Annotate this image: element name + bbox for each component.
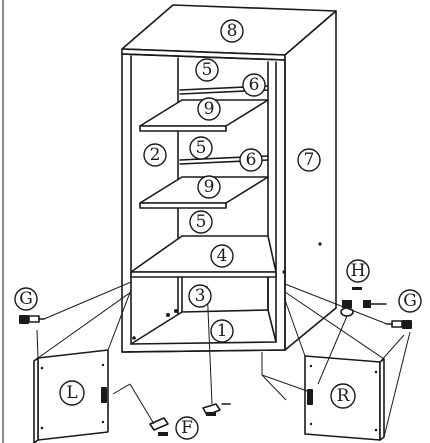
- screw-dot-3: [318, 242, 322, 246]
- callout-l-text: L: [66, 383, 77, 403]
- callout-h-text: H: [351, 261, 366, 281]
- callout-4: 4: [210, 244, 234, 268]
- callout-6-middle-text: 6: [246, 150, 257, 170]
- callout-6-middle: 6: [239, 148, 263, 172]
- callout-4-text: 4: [217, 246, 228, 266]
- callout-f: F: [175, 416, 199, 440]
- callout-g-right: G: [398, 289, 422, 313]
- fixed-shelf-edge: [130, 271, 277, 278]
- shelf-middle-edge: [139, 202, 227, 209]
- callout-9-top: 9: [197, 97, 221, 121]
- catch-part-right: [202, 403, 231, 416]
- callout-2: 2: [143, 143, 167, 167]
- assembly-leader-lines: [36, 281, 411, 438]
- callout-9-top-text: 9: [204, 99, 215, 119]
- screw-dot-5: [132, 336, 136, 340]
- callout-r-text: R: [337, 386, 351, 406]
- callout-g-right-text: G: [403, 291, 417, 311]
- callout-5-middle: 5: [189, 136, 213, 160]
- left-door-hole-2: [40, 426, 44, 430]
- callout-h: H: [346, 259, 370, 283]
- callout-9-middle-text: 9: [204, 177, 215, 197]
- right-door-hole-2: [374, 428, 378, 432]
- left-door-hole-3: [101, 363, 105, 367]
- callout-1-text: 1: [217, 321, 228, 341]
- callout-6-top-text: 6: [249, 75, 260, 95]
- right-side-panel: [284, 10, 337, 351]
- bottom-panel-front: [121, 349, 286, 353]
- handle-part: [340, 287, 387, 317]
- callout-3-text: 3: [195, 286, 206, 306]
- bottom-panel: [130, 309, 277, 345]
- screw-dot-1: [166, 313, 170, 317]
- callout-g-left: G: [14, 287, 38, 311]
- right-hinge-part: [386, 320, 412, 329]
- callout-9-middle: 9: [197, 175, 221, 199]
- left-door-edge: [33, 357, 39, 443]
- left-hinge-part: [19, 315, 45, 324]
- screw-dot-2: [174, 309, 178, 313]
- catch-part-left: [149, 417, 169, 436]
- callout-5-top: 5: [195, 58, 219, 82]
- callout-8: 8: [220, 19, 244, 43]
- callout-7-text: 7: [304, 150, 315, 170]
- right-door-hole-3: [309, 364, 313, 368]
- callout-8-text: 8: [227, 21, 238, 41]
- left-door-hole-4: [101, 420, 105, 424]
- right-door-edge: [379, 358, 385, 441]
- callout-1: 1: [210, 319, 234, 343]
- left-door-handle: [101, 387, 107, 403]
- screw-dot-4: [282, 270, 286, 274]
- callout-7: 7: [297, 148, 321, 172]
- shelf-upper-edge: [139, 125, 227, 132]
- right-door-handle: [307, 389, 313, 405]
- fixed-shelf: [130, 235, 277, 273]
- callout-3: 3: [188, 284, 212, 308]
- callout-5-bottom: 5: [189, 210, 213, 234]
- callout-l: L: [59, 380, 85, 406]
- callout-g-left-text: G: [19, 289, 33, 309]
- right-door-hole-1: [374, 370, 378, 374]
- left-door-hole-1: [40, 366, 44, 370]
- callout-5-middle-text: 5: [196, 138, 207, 158]
- callout-5-top-text: 5: [202, 60, 213, 80]
- callout-r: R: [330, 383, 356, 409]
- callout-2-text: 2: [150, 145, 161, 165]
- callout-5-bottom-text: 5: [196, 212, 207, 232]
- callout-f-text: F: [181, 418, 193, 438]
- right-door-hole-4: [309, 422, 313, 426]
- callout-6-top: 6: [242, 73, 266, 97]
